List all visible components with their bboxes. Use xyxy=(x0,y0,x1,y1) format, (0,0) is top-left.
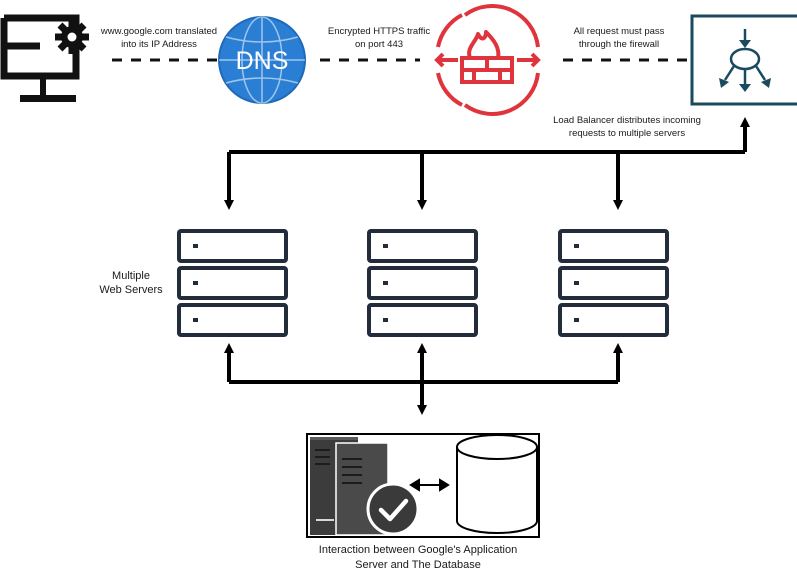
app-db-caption-line-2: Server and The Database xyxy=(355,559,481,571)
dns-label: DNS xyxy=(236,47,289,75)
app-db-caption-line-1: Interaction between Google's Application xyxy=(319,544,517,556)
server-rack-icon xyxy=(558,229,669,337)
web-servers-label-line-2: Web Servers xyxy=(99,284,163,296)
https-label-line-2: on port 443 xyxy=(355,39,403,50)
firewall-pass-label-line-1: All request must pass xyxy=(574,26,665,37)
https-label-line-1: Encrypted HTTPS traffic xyxy=(328,26,430,37)
server-rack-icon xyxy=(367,229,478,337)
app-db-connector xyxy=(224,343,623,415)
dns-globe-icon: DNS xyxy=(218,16,306,104)
load-balance-label-line-2: requests to multiple servers xyxy=(569,128,685,139)
computer-gear-icon xyxy=(0,0,89,102)
lb-distribution-connector xyxy=(224,117,750,210)
load-balancer-icon xyxy=(690,14,797,106)
dns-lookup-label-line-1: www.google.com translated xyxy=(100,26,217,37)
app-server-database-icon xyxy=(306,433,540,538)
load-balance-label-line-1: Load Balancer distributes incoming xyxy=(553,115,701,126)
web-servers xyxy=(177,229,669,337)
dns-lookup-label-line-2: into its IP Address xyxy=(121,39,197,50)
web-servers-label-line-1: Multiple xyxy=(112,270,150,282)
firewall-pass-label-line-2: through the firewall xyxy=(579,39,659,50)
firewall-icon xyxy=(434,4,541,116)
server-rack-icon xyxy=(177,229,288,337)
